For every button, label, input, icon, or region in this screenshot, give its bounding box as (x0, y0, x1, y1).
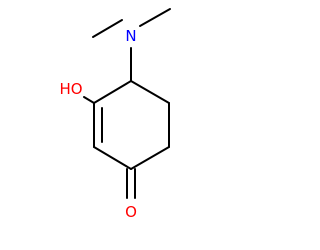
bond-c3-c4 (93, 80, 132, 104)
molecule-drawing: N HO O (59, 8, 171, 221)
hydroxyl-label: HO (59, 80, 82, 98)
bond-n-methyl-left (92, 19, 123, 38)
bond-c6-c1 (130, 146, 170, 170)
bond-c3-oh (83, 96, 95, 104)
structure-diagram: N HO O (59, 8, 171, 221)
bond-n-methyl-right (139, 8, 171, 27)
carbonyl-oxygen-label: O (125, 203, 137, 221)
bond-c4-c5 (130, 80, 170, 104)
nitrogen-label: N (125, 27, 136, 45)
bond-c1-c2 (93, 146, 132, 170)
